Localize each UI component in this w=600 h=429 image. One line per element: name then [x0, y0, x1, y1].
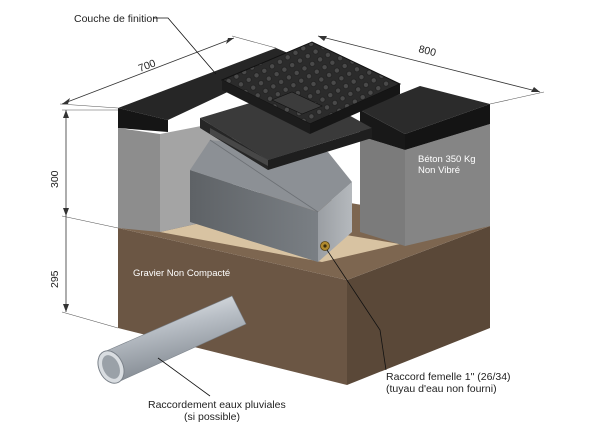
callout-concrete: Béton 350 Kg Non Vibré	[418, 154, 476, 176]
dimension-300: 300	[49, 109, 119, 229]
fitting-label-line1: Raccord femelle 1" (26/34)	[386, 371, 511, 383]
fitting-label-line2: (tuyau d'eau non fourni)	[386, 383, 497, 395]
finish-layer-label: Couche de finition	[74, 13, 158, 25]
rainwater-pipe	[97, 295, 247, 384]
dimension-295-label: 295	[49, 270, 61, 288]
callout-rainwater: Raccordement eaux pluviales (si possible…	[148, 357, 286, 423]
brass-fitting	[320, 241, 330, 251]
rainwater-label-line2: (si possible)	[184, 411, 240, 423]
rainwater-label-line1: Raccordement eaux pluviales	[148, 399, 286, 411]
callout-gravel: Gravier Non Compacté	[133, 268, 230, 279]
gravel-label: Gravier Non Compacté	[133, 268, 230, 279]
manhole-lid	[220, 41, 402, 134]
callout-fitting: Raccord femelle 1" (26/34) (tuyau d'eau …	[326, 249, 511, 395]
dimension-300-label: 300	[49, 170, 61, 188]
concrete-label-line2: Non Vibré	[418, 165, 460, 176]
dimension-295: 295	[49, 216, 119, 329]
callout-finish-layer: Couche de finition	[74, 13, 217, 75]
dimension-700-label: 700	[137, 57, 158, 75]
dimension-800-label: 800	[417, 43, 437, 59]
concrete-label-line1: Béton 350 Kg	[418, 154, 476, 165]
dimension-700: 700	[59, 35, 277, 109]
dimension-800: 800	[317, 35, 545, 105]
